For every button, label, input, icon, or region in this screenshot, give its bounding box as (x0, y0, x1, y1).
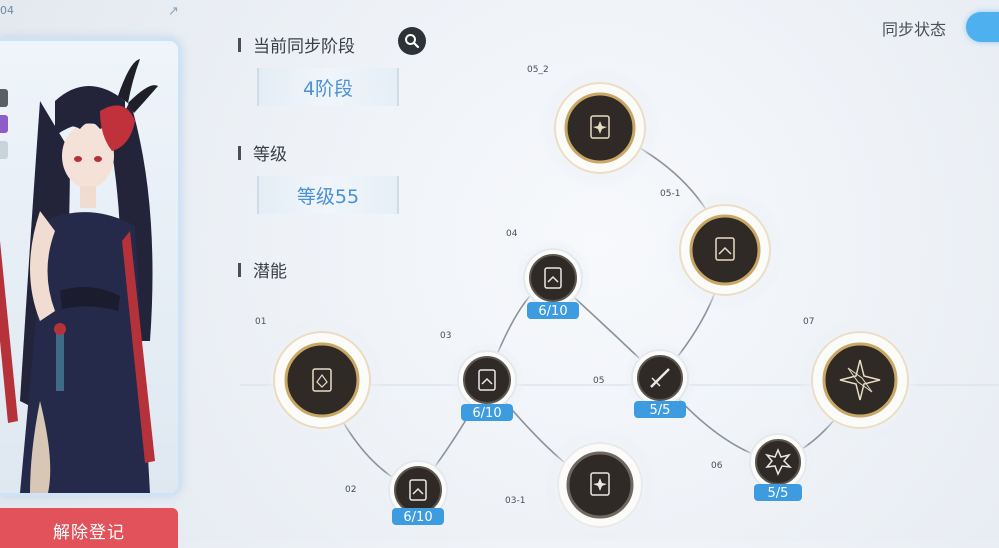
node-02[interactable]: 6/10 02 (345, 452, 456, 528)
node-label: 05 (593, 376, 604, 386)
progress-pill (392, 508, 444, 525)
level-title: 等级 (253, 145, 287, 165)
node-label: 06 (711, 461, 723, 471)
progress-text: 5/5 (768, 486, 789, 501)
card-chevron-icon (715, 237, 735, 261)
progress-pill (634, 401, 686, 418)
node-05[interactable]: 5/5 05 (593, 342, 696, 418)
search-icon (405, 34, 420, 49)
progress-text: 5/5 (650, 403, 671, 418)
node-label: 03-1 (505, 496, 525, 506)
potential-heading: 潜能 (238, 257, 287, 282)
node-05-2[interactable]: 05_2 (527, 65, 660, 188)
progress-text: 6/10 (538, 304, 567, 319)
progress-text: 6/10 (472, 406, 501, 421)
heading-bar (238, 145, 241, 160)
character-portrait (0, 41, 178, 493)
burst-icon (764, 448, 793, 476)
node-label: 07 (803, 317, 814, 327)
sync-status-toggle[interactable] (966, 12, 999, 42)
node-04[interactable]: 6/10 04 (506, 229, 591, 319)
progress-pill (527, 302, 579, 319)
expand-icon[interactable]: ↗ (168, 4, 179, 19)
search-button[interactable] (398, 27, 426, 55)
character-card[interactable] (0, 38, 181, 496)
heading-bar (238, 262, 241, 277)
node-label: 05_2 (527, 65, 549, 75)
node-06[interactable]: 5/5 06 (711, 426, 814, 501)
node-07[interactable]: 07 (798, 317, 922, 442)
potential-title: 潜能 (253, 262, 287, 282)
level-heading: 等级 (238, 140, 287, 165)
progress-pill (461, 404, 513, 421)
heading-bar (238, 37, 241, 52)
node-label: 01 (255, 317, 266, 327)
sword-icon (650, 368, 670, 388)
node-label: 05-1 (660, 189, 680, 199)
release-registration-label: 解除登记 (53, 522, 125, 543)
sync-status-label: 同步状态 (882, 20, 947, 39)
progress-text: 6/10 (403, 510, 432, 525)
current-stage-value-box: 4阶段 (257, 68, 399, 106)
node-03-1[interactable]: 03-1 (505, 429, 656, 541)
card-chevron-icon (478, 369, 496, 391)
card-star-icon (590, 115, 610, 139)
card-chevron-icon (409, 479, 427, 501)
card-chevron-icon (544, 267, 562, 289)
compass-icon (839, 359, 881, 401)
level-value: 等级55 (296, 185, 360, 208)
card-star-icon (590, 472, 610, 496)
node-label: 03 (440, 331, 451, 341)
corner-id: 04 (0, 4, 14, 17)
node-label: 04 (506, 229, 518, 239)
node-05-1[interactable]: 05-1 (660, 189, 785, 310)
node-01[interactable]: 01 (255, 317, 384, 442)
progress-pill (754, 484, 802, 501)
card-frame-icon (312, 368, 332, 392)
current-stage-value: 4阶段 (302, 77, 354, 100)
node-03[interactable]: 6/10 03 (440, 331, 525, 421)
level-value-box: 等级55 (257, 176, 399, 214)
current-stage-heading: 当前同步阶段 (238, 32, 355, 57)
current-stage-title: 当前同步阶段 (253, 37, 355, 57)
side-badges (0, 89, 8, 167)
node-label: 02 (345, 485, 356, 495)
